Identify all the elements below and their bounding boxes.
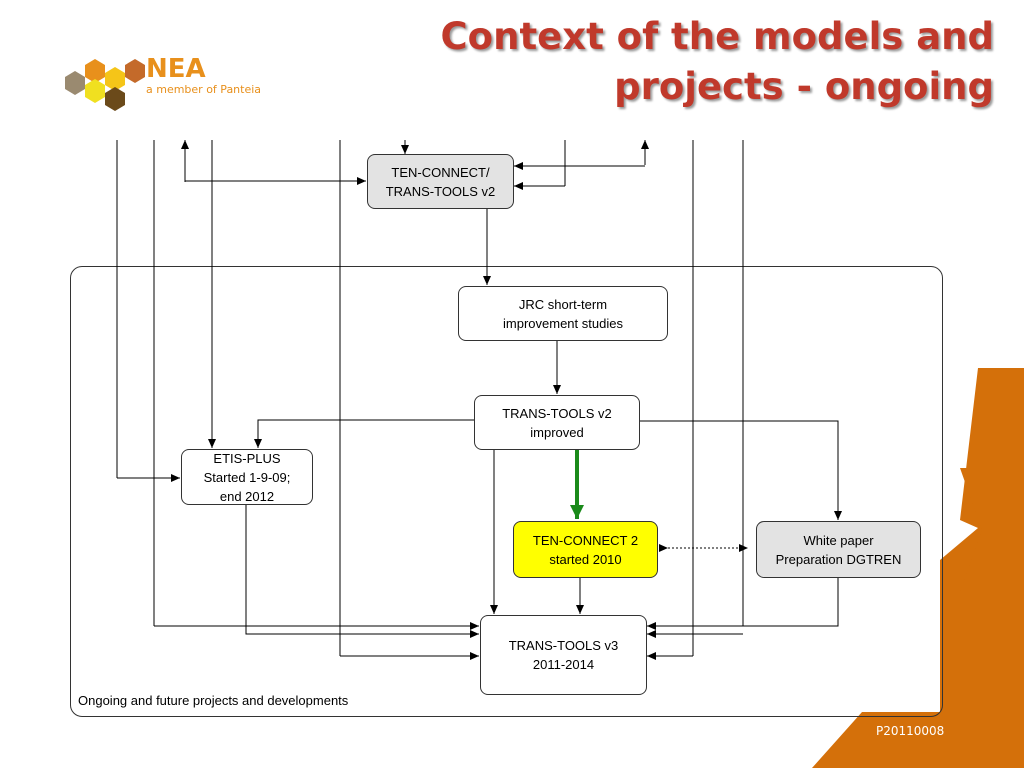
nea-logo-icon xyxy=(65,59,145,111)
node-jrc-short-term: JRC short-term improvement studies xyxy=(458,286,668,341)
logo-tagline: a member of Panteia xyxy=(146,83,262,96)
node-trans-tools-v3: TRANS-TOOLS v3 2011-2014 xyxy=(480,615,647,695)
footer-code: P20110008 xyxy=(876,724,945,738)
ongoing-projects-container xyxy=(70,266,943,717)
connector-ttv2-to-whitepaper xyxy=(640,420,842,520)
connector-etis-to-ttv3 xyxy=(245,505,479,638)
node-ten-connect-trans-tools-v2: TEN-CONNECT/ TRANS-TOOLS v2 xyxy=(367,154,514,209)
logo-name: NEA xyxy=(146,54,206,84)
node-white-paper: White paper Preparation DGTREN xyxy=(756,521,921,578)
page-title-line-1: Context of the models and xyxy=(440,15,994,58)
node-etis-plus: ETIS-PLUS Started 1-9-09; end 2012 xyxy=(181,449,313,505)
connector-ttv2-to-etis xyxy=(254,419,474,448)
container-label: Ongoing and future projects and developm… xyxy=(78,693,349,708)
page-title-line-2: projects - ongoing xyxy=(614,65,994,108)
node-ten-connect-2: TEN-CONNECT 2 started 2010 xyxy=(513,521,658,578)
connector-whitepaper-to-ttv3 xyxy=(647,578,839,630)
orange-chevron-shape xyxy=(960,468,1024,592)
node-trans-tools-v2-improved: TRANS-TOOLS v2 improved xyxy=(474,395,640,450)
page-title: Context of the models and projects - ong… xyxy=(354,12,994,112)
